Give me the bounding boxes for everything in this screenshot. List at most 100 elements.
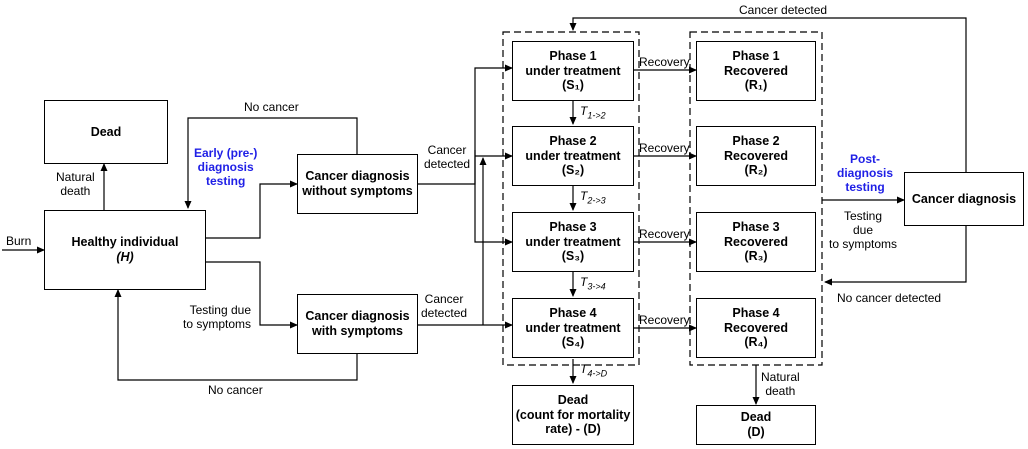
- natural-death-right-label: Natural death: [761, 370, 800, 398]
- recovered-code: (R₂): [744, 163, 768, 178]
- no-cancer-top-label: No cancer: [244, 100, 299, 114]
- testing-symptoms-right-line2: due: [852, 223, 874, 237]
- no-cancer-detected-label: No cancer detected: [837, 291, 942, 305]
- diagnosis-with-symptoms-node: Cancer diagnosis with symptoms: [297, 294, 418, 354]
- post-testing-line3: testing: [845, 180, 885, 194]
- cancer-detected-2-line2: detected: [421, 306, 468, 320]
- phase-title: Phase 3: [549, 219, 597, 234]
- recovered-subtitle: Recovered: [724, 320, 788, 335]
- no-cancer-detected-loop: [824, 226, 967, 286]
- natural-death-left-line1: Natural: [56, 170, 95, 184]
- dead-natural-line2: (D): [747, 425, 765, 439]
- dead-mortality-node: Dead (count for mortality rate) - (D): [512, 385, 634, 445]
- cancer-dx-right-label: Cancer diagnosis: [911, 191, 1017, 206]
- detected-to-phase3: [474, 150, 513, 246]
- recovered-title: Phase 1: [732, 48, 780, 63]
- burn-label: Burn: [6, 234, 32, 248]
- cancer-detected-1-label: Cancer detected: [424, 143, 470, 171]
- no-cancer-bottom-label: No cancer: [208, 383, 263, 397]
- early-testing-line3: testing: [206, 174, 246, 188]
- recovered-code: (R₁): [744, 78, 768, 93]
- phase-title: Phase 1: [549, 48, 597, 63]
- natural-death-right-line2: death: [765, 384, 796, 398]
- phase-subtitle: under treatment: [525, 234, 621, 249]
- testing-symptoms-left-line2: to symptoms: [183, 317, 252, 331]
- cancer-detected-2-line1: Cancer: [424, 292, 464, 306]
- recovered-code: (R₃): [744, 249, 768, 264]
- phase-title: Phase 2: [549, 133, 597, 148]
- recovery-label-1: Recovery: [639, 55, 690, 69]
- dx-symptoms-line2: with symptoms: [312, 324, 403, 338]
- phase-4-recovered-node: Phase 4 Recovered (R₄): [696, 298, 816, 358]
- early-testing-line2: diagnosis: [197, 160, 254, 174]
- transition-sub: 4->D: [587, 368, 608, 379]
- dx-no-symptoms-line1: Cancer diagnosis: [305, 169, 410, 184]
- diagnosis-without-symptoms-node: Cancer diagnosis without symptoms: [297, 154, 418, 214]
- transition-sub: 3->4: [587, 281, 606, 292]
- phase-2-treatment-node: Phase 2 under treatment (S₂): [512, 126, 634, 186]
- phase-code: (S₃): [561, 249, 585, 264]
- treatment-group-frame: [502, 31, 640, 366]
- testing-symptoms-right-line3: to symptoms: [829, 237, 898, 251]
- recovered-title: Phase 4: [732, 305, 780, 320]
- no-cancer-bottom-arrow: [114, 289, 358, 381]
- recovery-label-4: Recovery: [639, 313, 690, 327]
- phase-3-treatment-node: Phase 3 under treatment (S₃): [512, 212, 634, 272]
- transition-label-4-d: T4->D: [580, 362, 607, 380]
- cancer-detected-top-label: Cancer detected: [739, 3, 828, 17]
- dead-natural-node: Dead (D): [696, 405, 816, 445]
- no-cancer-top-arrow: [184, 117, 358, 209]
- phase-code: (S₁): [562, 78, 584, 93]
- recovered-title: Phase 2: [732, 133, 780, 148]
- natural-death-left-label: Natural death: [56, 170, 95, 198]
- testing-symptoms-right-line1: Testing: [843, 209, 883, 223]
- dx-no-symptoms-line2: without symptoms: [302, 184, 413, 198]
- post-testing-line2: diagnosis: [837, 166, 894, 180]
- cancer-detected-1-line1: Cancer: [427, 143, 467, 157]
- healthy-label: Healthy individual: [71, 235, 179, 250]
- dead-top-label: Dead: [90, 124, 122, 139]
- transition-main: T: [580, 362, 588, 376]
- phase-3-recovered-node: Phase 3 Recovered (R₃): [696, 212, 816, 272]
- cancer-detected-2-label: Cancer detected: [421, 292, 467, 320]
- testing-symptoms-left-arrow: [206, 261, 298, 329]
- dead-top-node: Dead: [44, 100, 168, 164]
- phase-1-recovered-node: Phase 1 Recovered (R₁): [696, 41, 816, 101]
- recovered-title: Phase 3: [732, 219, 780, 234]
- healthy-individual-node: Healthy individual (H): [44, 210, 206, 290]
- testing-symptoms-left-line1: Testing due: [189, 303, 252, 317]
- recovered-subtitle: Recovered: [724, 148, 788, 163]
- detected-to-phase1: [418, 64, 513, 185]
- phase-2-recovered-node: Phase 2 Recovered (R₂): [696, 126, 816, 186]
- phase-title: Phase 4: [549, 305, 597, 320]
- phase-code: (S₄): [561, 335, 585, 350]
- transition-main: T: [580, 275, 588, 289]
- transition-label-3-4: T3->4: [580, 275, 606, 293]
- transition-sub: 1->2: [587, 110, 606, 121]
- dead-natural-line1: Dead: [740, 410, 772, 425]
- transition-sub: 2->3: [587, 195, 606, 206]
- cancer-detected-loop: [569, 17, 967, 172]
- phase-subtitle: under treatment: [525, 320, 621, 335]
- phase-subtitle: under treatment: [525, 148, 621, 163]
- transition-label-2-3: T2->3: [580, 189, 606, 207]
- natural-death-left-line2: death: [60, 184, 91, 198]
- dead-mortality-line3: rate) - (D): [545, 422, 601, 437]
- recovered-code: (R₄): [744, 335, 768, 350]
- phase-1-treatment-node: Phase 1 under treatment (S₁): [512, 41, 634, 101]
- dead-mortality-line1: Dead: [557, 392, 589, 407]
- natural-death-right-line1: Natural: [761, 370, 800, 384]
- phase-code: (S₂): [561, 163, 585, 178]
- phase-4-treatment-node: Phase 4 under treatment (S₄): [512, 298, 634, 358]
- early-testing-arrow: [206, 180, 298, 239]
- early-testing-line1: Early (pre-): [194, 146, 258, 160]
- transition-main: T: [580, 189, 588, 203]
- cancer-detected-1-line2: detected: [424, 157, 471, 171]
- post-testing-label: Post- diagnosis testing: [837, 152, 893, 194]
- cancer-diagnosis-right-node: Cancer diagnosis: [904, 172, 1024, 226]
- post-testing-line1: Post-: [850, 152, 880, 166]
- dead-mortality-line2: (count for mortality: [515, 407, 631, 422]
- recovered-subtitle: Recovered: [724, 63, 788, 78]
- healthy-code: (H): [116, 250, 134, 264]
- recovery-label-2: Recovery: [639, 141, 690, 155]
